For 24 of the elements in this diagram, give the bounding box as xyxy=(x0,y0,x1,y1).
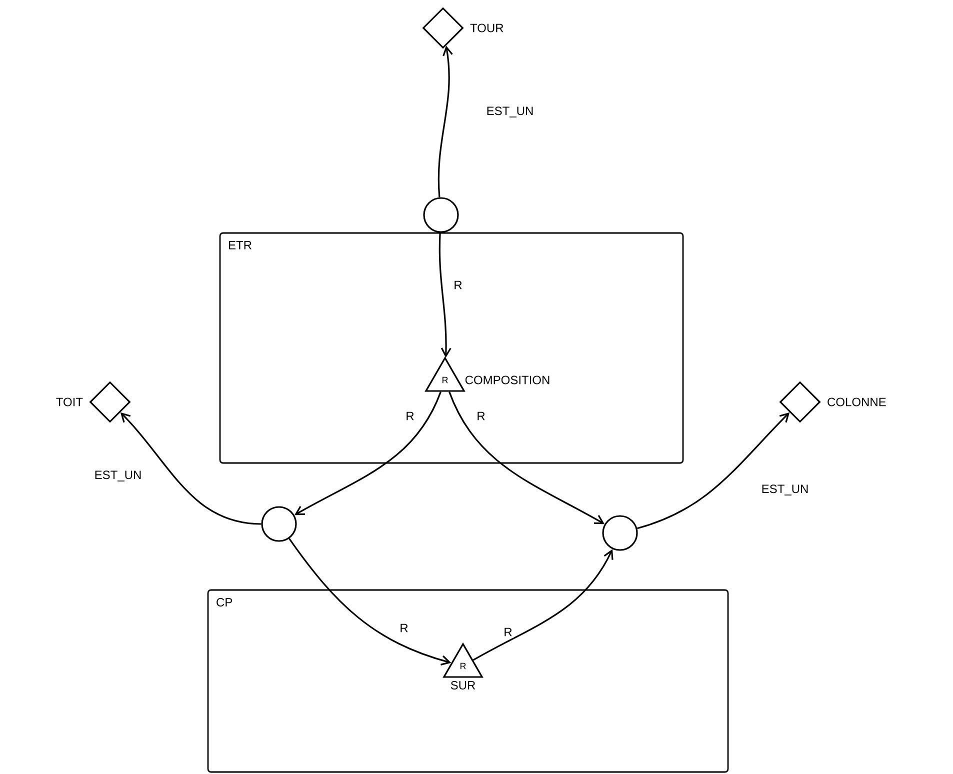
edge-label: R xyxy=(452,279,464,291)
edge-label: R xyxy=(475,410,487,422)
circle-symbol xyxy=(423,197,459,233)
edge-label: EST_UN xyxy=(92,469,144,483)
edge-label: EST_UN xyxy=(760,483,810,497)
arrow xyxy=(120,412,262,525)
arrow xyxy=(448,391,605,524)
arrow xyxy=(472,549,614,661)
circle-symbol xyxy=(602,515,638,551)
node-label: TOIT xyxy=(56,398,83,406)
edge-label: R xyxy=(398,622,410,634)
edge-label: R xyxy=(404,410,416,422)
node-label: COMPOSITION xyxy=(465,376,550,384)
arrow xyxy=(636,412,790,530)
arrow xyxy=(288,538,452,666)
edge-label: EST_UN xyxy=(484,105,536,119)
arrow xyxy=(438,46,453,198)
edge-label: R xyxy=(502,626,514,638)
node-label: COLONNE xyxy=(828,398,886,406)
arrow xyxy=(294,391,442,516)
node-label: SUR xyxy=(450,681,476,690)
arrow xyxy=(438,232,452,358)
circle-symbol xyxy=(261,506,297,542)
node-label: TOUR xyxy=(470,24,504,32)
